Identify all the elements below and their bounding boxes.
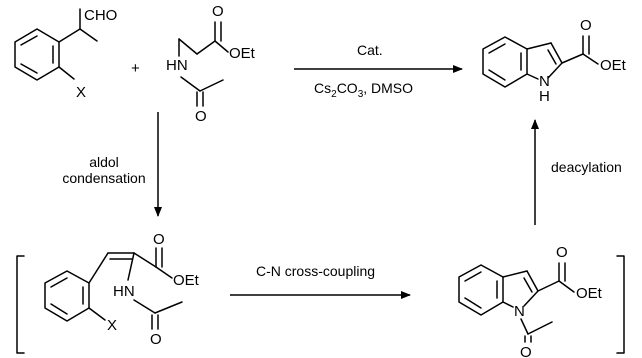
aldehyde-bonds	[58, 8, 98, 43]
cross-coupling-label: C-N cross-coupling	[256, 263, 375, 279]
aldol-arrow: aldol condensation	[62, 112, 162, 217]
cross-coupling-arrow: C-N cross-coupling	[230, 263, 411, 299]
intermediate1-halogen-label: X	[107, 317, 117, 334]
ester-oxygen-label: O	[212, 3, 224, 20]
intermediate1-ester-label: OEt	[173, 272, 200, 289]
amide-nh-label: HN	[166, 57, 188, 74]
right-bracket	[616, 255, 625, 354]
deacylation-label: deacylation	[551, 159, 622, 175]
deacylation-arrow: deacylation	[531, 119, 622, 225]
base-solvent-label: Cs2CO3, DMSO	[314, 80, 413, 100]
reactant-acetylglycine-ester: O OEt HN O	[166, 3, 256, 125]
indole-h-label: H	[539, 88, 550, 105]
intermediate-n-acetylindole-ester: N O OEt O	[458, 244, 603, 358]
left-bracket	[16, 255, 25, 354]
intermediate2-ester-label: OEt	[576, 285, 603, 302]
plus-sign: +	[131, 60, 140, 77]
aldehyde-label: CHO	[84, 7, 117, 24]
product-indole-ester: N H O OEt	[482, 17, 627, 105]
catalyst-label: Cat.	[357, 42, 383, 58]
amide-oxygen-label: O	[195, 108, 207, 125]
ester-label: OEt	[229, 45, 256, 62]
intermediate1-amide-oxygen-label: O	[150, 331, 162, 348]
halogen-bond	[58, 66, 75, 80]
top-reaction-arrow: Cat. Cs2CO3, DMSO	[294, 42, 463, 100]
intermediate2-n-label: N	[514, 303, 525, 320]
product-oxygen-label: O	[580, 17, 592, 34]
reactant-halobenzaldehyde: CHO X	[14, 7, 117, 101]
intermediate1-nh-label: HN	[113, 283, 135, 300]
intermediate2-acetyl-oxygen-label: O	[520, 344, 532, 358]
benzene-ring	[14, 28, 60, 81]
intermediate2-oxygen-label: O	[556, 244, 568, 261]
halogen-label: X	[76, 84, 86, 101]
intermediate1-oxygen-label: O	[153, 231, 165, 248]
aldol-label: aldol	[89, 154, 119, 170]
intermediate-dehydroamino-ester: O OEt HN X O	[44, 231, 200, 348]
product-ester-label: OEt	[600, 57, 627, 74]
condensation-label: condensation	[62, 170, 145, 186]
indole-n-label: N	[539, 73, 550, 90]
